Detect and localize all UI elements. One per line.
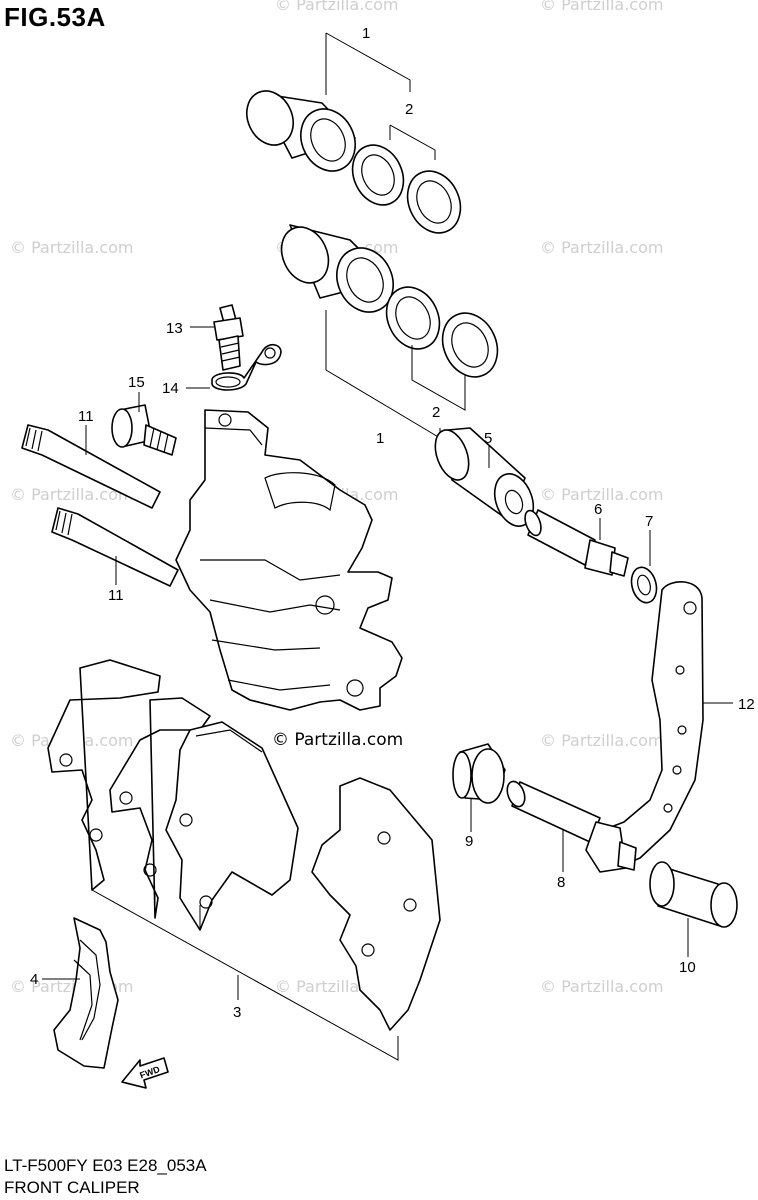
watermark-text: © Partzilla.com <box>540 731 663 750</box>
pin-boot <box>649 861 738 928</box>
callout-brackets-pistons <box>325 32 466 439</box>
callout-1-lower: 1 <box>376 430 384 447</box>
callout-1-upper: 1 <box>362 25 370 42</box>
callout-13: 13 <box>166 320 183 337</box>
watermark-main: © Partzilla.com <box>272 730 403 750</box>
piston-seals-upper <box>351 144 462 234</box>
callout-7: 7 <box>645 513 653 530</box>
callout-15: 15 <box>128 374 145 391</box>
pad-pin-upper <box>21 424 161 509</box>
callout-11-lower: 11 <box>108 587 124 604</box>
callout-8: 8 <box>557 874 565 891</box>
callout-2-upper: 2 <box>405 101 413 118</box>
forward-arrow: FWD <box>121 1057 169 1089</box>
figure-title: FIG.53A <box>4 2 106 32</box>
slide-sleeve <box>434 427 535 527</box>
watermark-text: © Partzilla.com <box>10 238 133 257</box>
figure-code: LT-F500FY E03 E28_053A <box>4 1156 207 1175</box>
pad-pin-lower <box>51 507 179 587</box>
callout-5: 5 <box>484 430 492 447</box>
figure-name: FRONT CALIPER <box>4 1178 140 1197</box>
callout-4: 4 <box>30 971 38 988</box>
watermark-text: © Partzilla.com <box>540 485 663 504</box>
callout-14: 14 <box>162 380 179 397</box>
watermark-text: © Partzilla.com <box>540 238 663 257</box>
callout-10: 10 <box>679 959 696 976</box>
brake-pad-shim-outer <box>47 659 161 891</box>
callout-3: 3 <box>233 1004 241 1021</box>
pad-spring <box>42 917 119 1069</box>
callout-2-lower: 2 <box>432 404 440 421</box>
watermark-text: © Partzilla.com <box>540 977 663 996</box>
washer <box>630 566 658 604</box>
watermark-text: © Partzilla.com <box>275 0 398 14</box>
callout-12: 12 <box>738 696 755 713</box>
brake-pad-front <box>165 721 299 931</box>
watermark-text: © Partzilla.com <box>10 485 133 504</box>
callout-9: 9 <box>465 833 473 850</box>
callout-6: 6 <box>594 501 602 518</box>
brake-pad-shim-inner <box>109 697 211 919</box>
caliper-body <box>175 409 403 711</box>
slide-pin <box>506 780 637 873</box>
brake-pad-rear <box>311 777 441 1031</box>
callout-labels: 1 2 2 1 13 14 15 11 11 5 6 7 12 9 8 10 3… <box>30 25 755 1021</box>
piston-seals-lower <box>385 286 499 378</box>
callout-leaders <box>85 326 733 957</box>
piston-upper <box>246 90 356 172</box>
caliper-bolt <box>111 404 177 456</box>
rubber-boot <box>452 743 506 804</box>
piston-lower <box>280 224 394 313</box>
bleeder-valve <box>213 304 244 371</box>
callout-brackets-pads <box>91 889 399 1061</box>
watermark-text: © Partzilla.com <box>540 0 663 14</box>
caliper-bracket <box>595 581 704 871</box>
slide-shaft <box>524 509 629 577</box>
callout-11-upper: 11 <box>78 408 94 425</box>
bleeder-cap <box>211 344 282 391</box>
